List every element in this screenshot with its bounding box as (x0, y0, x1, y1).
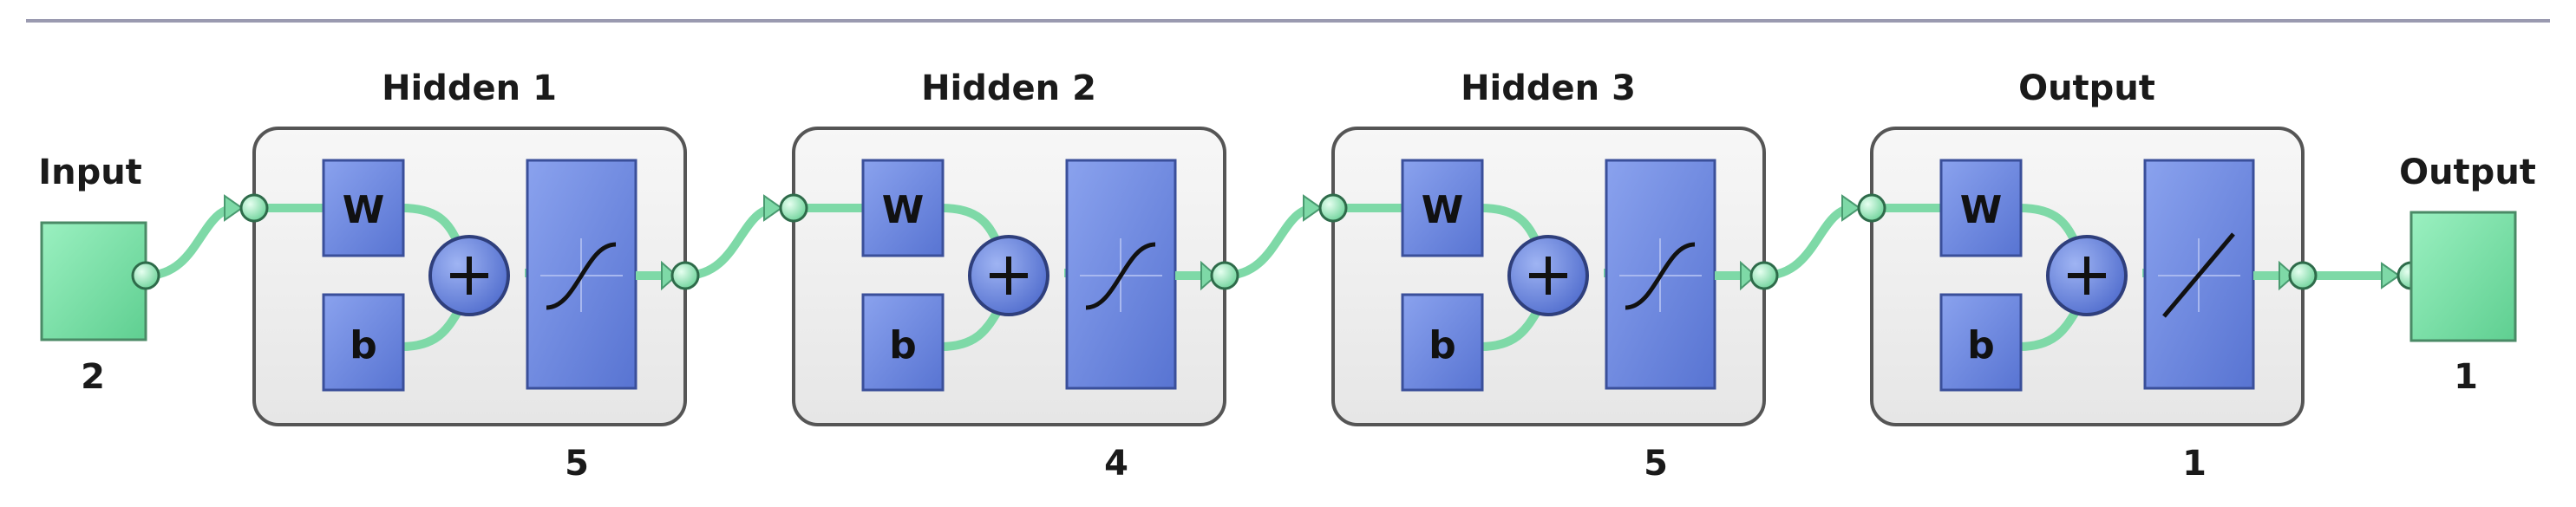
linear-icon (2162, 232, 2235, 318)
sigmoid-icon (1085, 242, 1156, 310)
connector-line (684, 204, 777, 280)
bias-label: b (889, 323, 917, 367)
layer-2: Hidden 2 Wb 4 (792, 68, 1226, 484)
input-square (40, 221, 147, 341)
bias-label: b (350, 323, 377, 367)
connection-node (1857, 193, 1886, 223)
bias-label: b (1429, 323, 1456, 367)
arrow-icon (224, 194, 244, 222)
connection-node (670, 261, 700, 290)
sigmoid-icon (546, 242, 617, 310)
bias-block (1939, 293, 2023, 392)
plus-icon (2068, 257, 2106, 295)
layer-title: Hidden 2 (921, 68, 1096, 108)
connector-line (1224, 204, 1317, 280)
bias-label: b (1967, 323, 1995, 367)
weight-block (322, 159, 405, 257)
weight-label: W (343, 188, 385, 232)
arrow-icon (763, 194, 783, 222)
arrow-icon (2279, 260, 2296, 291)
weight-block (861, 159, 945, 257)
input-size: 2 (81, 357, 105, 397)
output-size: 1 (2454, 357, 2478, 397)
layer-1: Hidden 1 Wb 5 (252, 68, 687, 484)
connection-node (1749, 261, 1779, 290)
connection-node (2288, 261, 2318, 290)
plus-icon (450, 257, 488, 295)
arrow-icon (2381, 262, 2401, 289)
connector-line (145, 204, 238, 280)
plus-icon (1529, 257, 1567, 295)
arrow-icon (1841, 194, 1861, 222)
connection-node (1210, 261, 1239, 290)
arrow-icon (1303, 194, 1323, 222)
plus-icon (990, 257, 1028, 295)
bias-block (322, 293, 405, 392)
connection-node (131, 261, 160, 290)
connection-node (1318, 193, 1348, 223)
sigmoid-icon (1625, 242, 1696, 310)
layer-size: 1 (2182, 444, 2207, 484)
bias-block (1401, 293, 1484, 392)
connector-line (1763, 204, 1855, 280)
layer-size: 5 (1644, 444, 1668, 484)
input-label: Input (38, 153, 142, 192)
output-label: Output (2399, 153, 2536, 192)
weight-label: W (1422, 188, 1464, 232)
weight-label: W (882, 188, 925, 232)
layer-title: Output (2018, 68, 2155, 108)
layer-size: 5 (565, 444, 589, 484)
weight-block (1401, 159, 1484, 257)
weight-block (1939, 159, 2023, 257)
connection-node (779, 193, 808, 223)
layer-title: Hidden 3 (1461, 68, 1636, 108)
input-block: Input 2 (38, 153, 147, 397)
bias-block (861, 293, 945, 392)
layer-size: 4 (1104, 444, 1128, 484)
output-block: Output 1 (2399, 153, 2536, 397)
arrow-icon (1740, 260, 1757, 291)
layer-3: Hidden 3 Wb 5 (1331, 68, 1766, 484)
arrow-icon (1200, 260, 1218, 291)
layer-title: Hidden 1 (382, 68, 557, 108)
output-square (2409, 211, 2517, 342)
connection-node (239, 193, 269, 223)
arrow-icon (661, 260, 678, 291)
weight-label: W (1960, 188, 2003, 232)
